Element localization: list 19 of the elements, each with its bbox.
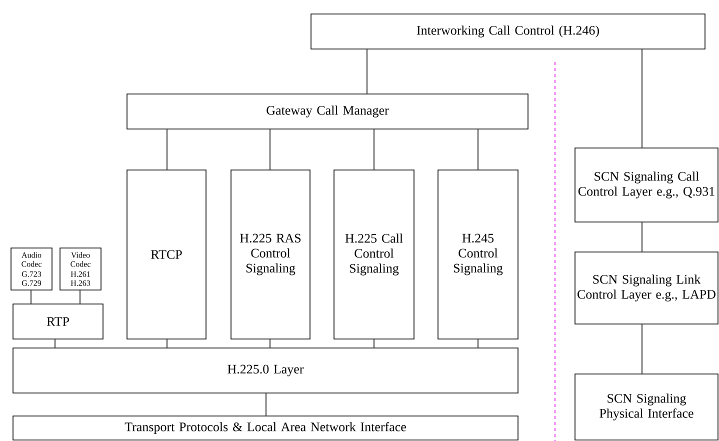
- layer-box: SCN Signaling Physical Interface: [574, 374, 718, 440]
- codec-box: Video Codec H.261 H.263: [60, 248, 102, 290]
- codec-box: Audio Codec G.723 G.729: [10, 248, 52, 290]
- layer-box: RTP: [12, 304, 104, 340]
- layer-box: Interworking Call Control (H.246): [310, 14, 706, 50]
- connector-line: [166, 339, 168, 348]
- layer-box: H.225.0 Layer: [12, 348, 518, 394]
- layer-box: SCN Signaling Call Control Layer e.g., Q.931: [574, 148, 718, 222]
- layer-box: Gateway Call Manager: [126, 94, 528, 130]
- layer-box: H.225 RAS Control Signaling: [230, 170, 310, 340]
- layer-box: H.245 Control Signaling: [438, 170, 518, 340]
- connector-line: [54, 339, 56, 348]
- layer-box: RTCP: [126, 170, 206, 340]
- connector-line: [30, 290, 32, 304]
- layer-box: SCN Signaling Link Control Layer e.g., LAPD: [574, 252, 718, 324]
- connector-line: [366, 49, 368, 94]
- layer-box: Transport Protocols & Local Area Network Interface: [12, 416, 518, 440]
- connector-line: [166, 129, 168, 170]
- layer-box: H.225 Call Control Signaling: [334, 170, 414, 340]
